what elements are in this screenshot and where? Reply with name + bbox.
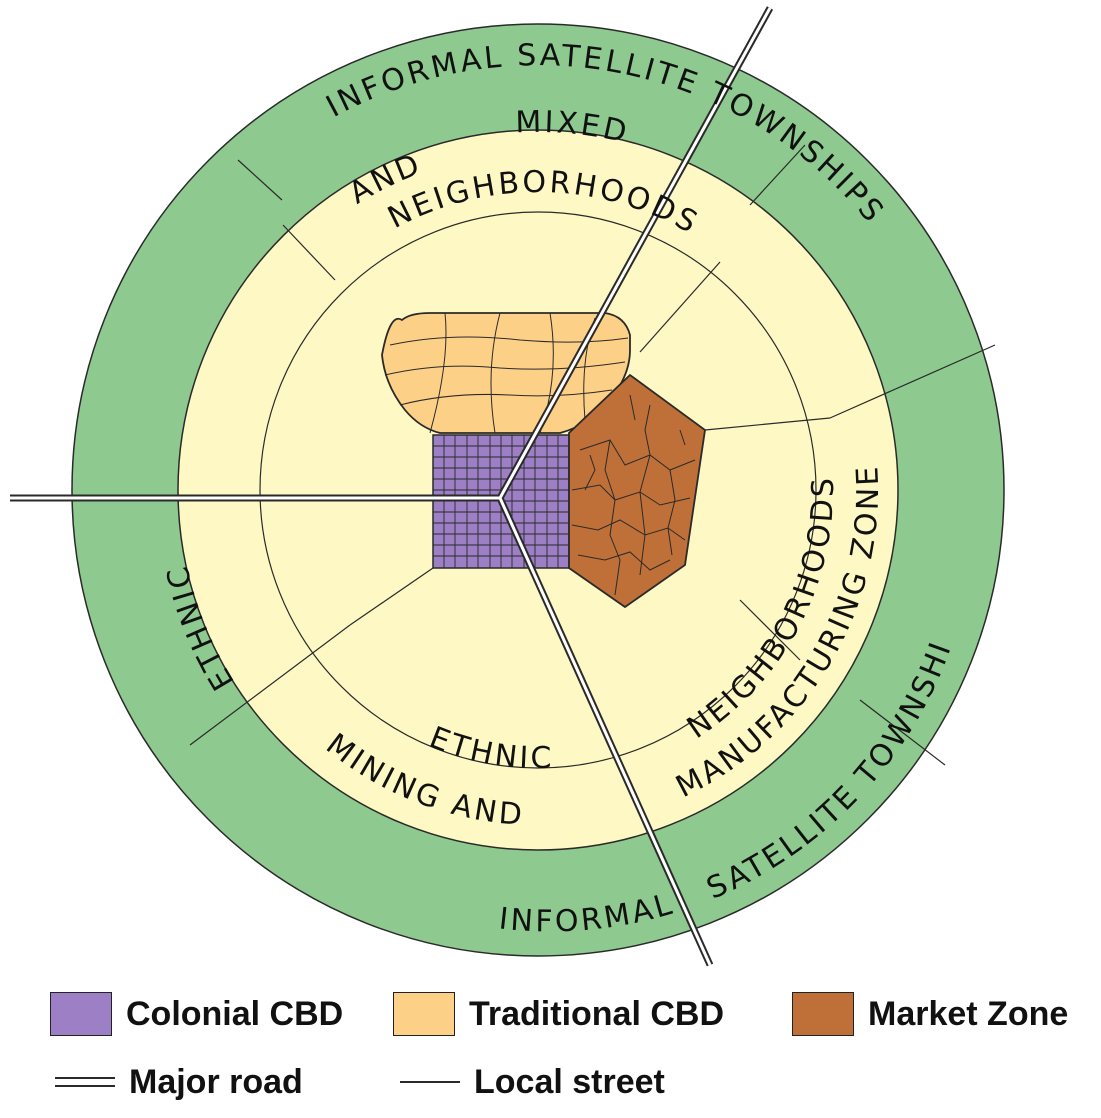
legend-label-colonial-cbd: Colonial CBD [126,994,344,1033]
legend-label-traditional-cbd: Traditional CBD [469,994,725,1033]
local-streets [189,144,996,766]
legend-market-zone: Market Zone [792,990,1068,1038]
market-zone-swatch [792,992,854,1036]
legend-traditional-cbd: Traditional CBD [393,990,724,1038]
legend-row-lines: Major road Local street [0,1058,1101,1118]
legend-label-major-road: Major road [129,1062,303,1101]
legend-row-zones: Colonial CBD Traditional CBD Market Zone [0,990,1101,1050]
major-road-symbol [55,1058,115,1106]
major-roads [10,6,774,967]
inner-ring-boundary [259,211,817,769]
local-street-symbol [400,1058,460,1106]
city-model-diagram: INFORMAL SATELLITE TOWNSHIPS INFORMAL SA… [0,0,1005,967]
legend-label-local-street: Local street [474,1062,665,1101]
legend-local-street: Local street [400,1058,665,1106]
traditional-cbd-swatch [393,992,455,1036]
traditional-cbd [381,312,631,434]
legend-colonial-cbd: Colonial CBD [50,990,343,1038]
market-zone [568,373,706,609]
legend-major-road: Major road [55,1058,303,1106]
legend-label-market-zone: Market Zone [868,994,1069,1033]
colonial-cbd-swatch [50,992,112,1036]
